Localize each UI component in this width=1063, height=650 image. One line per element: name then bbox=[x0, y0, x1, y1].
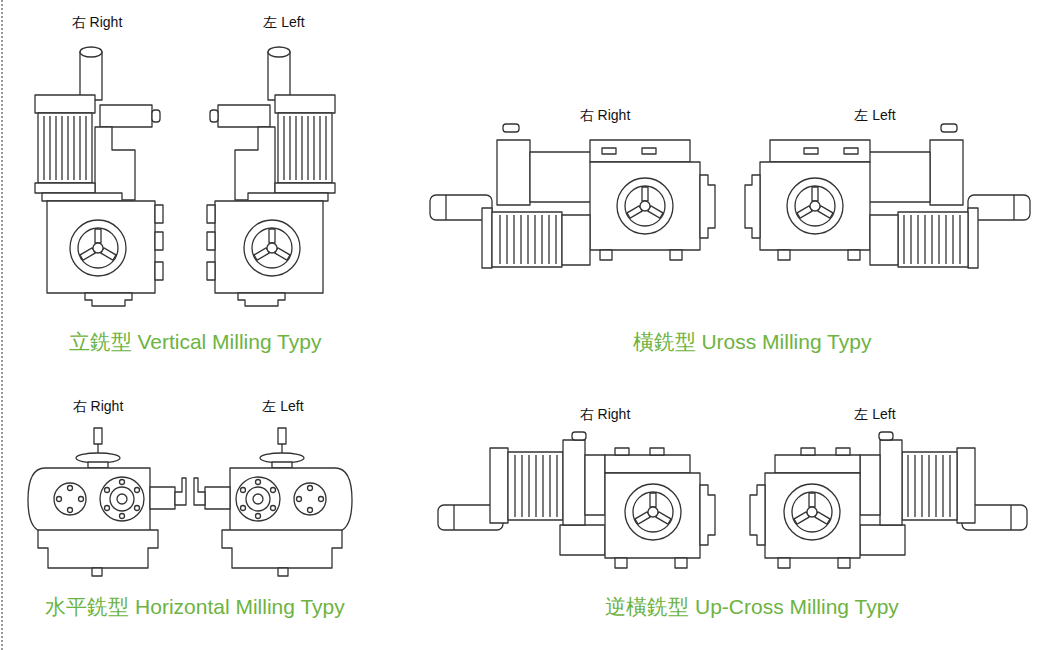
up-cross-mill-left bbox=[750, 432, 1027, 568]
side-label: 右 Right bbox=[72, 14, 123, 30]
side-label: 右 Right bbox=[73, 398, 124, 414]
type-caption: 逆橫銑型 Up-Cross Milling Typy bbox=[605, 595, 899, 619]
up-cross-mill-right bbox=[438, 432, 715, 568]
side-label: 左 Left bbox=[854, 107, 895, 123]
cross-mill-right bbox=[430, 124, 715, 268]
side-label: 左 Left bbox=[262, 398, 303, 414]
horizontal-mill-right bbox=[28, 428, 186, 576]
horizontal-mill-left bbox=[194, 428, 352, 576]
vertical-mill-right bbox=[35, 47, 163, 306]
side-label: 左 Left bbox=[263, 14, 304, 30]
cross-mill-left bbox=[745, 124, 1030, 268]
page-edge bbox=[1, 0, 3, 650]
type-caption: 立銑型 Vertical Milling Typy bbox=[69, 330, 322, 354]
side-label: 右 Right bbox=[580, 406, 631, 422]
side-label: 左 Left bbox=[854, 406, 895, 422]
side-label: 右 Right bbox=[580, 107, 631, 123]
type-caption: 橫銑型 Uross Milling Typy bbox=[633, 330, 872, 354]
type-caption: 水平銑型 Horizontal Milling Typy bbox=[45, 595, 345, 619]
vertical-mill-left bbox=[207, 47, 335, 306]
